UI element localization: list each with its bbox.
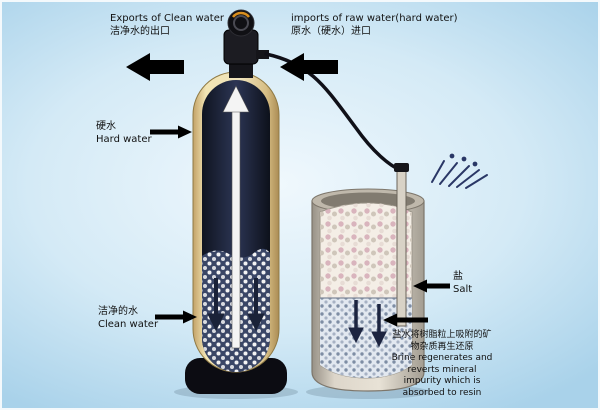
softener-tank <box>174 71 298 399</box>
pipe-fitting <box>394 163 409 172</box>
hard-water-pointer-icon <box>150 125 192 139</box>
salt-label: 盐 Salt <box>453 270 472 296</box>
clean-water-label: 洁净的水 Clean water <box>98 305 158 331</box>
salt-label-en: Salt <box>453 284 473 295</box>
control-valve <box>223 9 269 78</box>
brine-note-zh: 盐水将树脂粒上吸附的矿物杂质再生还原 <box>392 330 492 352</box>
clean-water-label-en: Clean water <box>98 319 159 330</box>
hard-water-label-en: Hard water <box>96 134 152 145</box>
valve-dial-indicator <box>232 11 250 18</box>
clean-water-label-zh: 洁净的水 <box>98 306 138 317</box>
import-arrow-icon <box>280 53 338 81</box>
clean-water-pointer-icon <box>155 310 197 324</box>
import-label-en: imports of raw water(hard water) <box>291 13 458 24</box>
export-label-en: Exports of Clean water <box>110 13 224 24</box>
valve-outlet <box>256 50 269 59</box>
hard-water-label: 硬水 Hard water <box>96 120 152 146</box>
brine-note: 盐水将树脂粒上吸附的矿物杂质再生还原 Brine regenerates and… <box>390 330 494 399</box>
hard-water-label-zh: 硬水 <box>96 121 116 132</box>
import-label-zh: 原水（硬水）进口 <box>291 26 371 37</box>
brine-pointer-icon <box>383 313 428 327</box>
salt-label-zh: 盐 <box>453 271 463 282</box>
downflow-arrow-icons <box>207 278 265 332</box>
export-label: Exports of Clean water 洁净水的出口 <box>110 12 224 38</box>
upflow-arrow-icon <box>222 85 250 349</box>
brine-downflow-arrow-icons <box>348 300 387 348</box>
tank-base <box>185 358 287 394</box>
salt-pointer-icon <box>413 279 450 293</box>
export-label-zh: 洁净水的出口 <box>110 26 170 37</box>
import-label: imports of raw water(hard water) 原水（硬水）进… <box>291 12 458 38</box>
spray-decoration <box>431 153 488 189</box>
brine-tank <box>306 163 430 399</box>
brine-pickup-pipe <box>396 169 407 327</box>
brine-note-en: Brine regenerates and reverts mineral im… <box>391 353 493 398</box>
export-arrow-icon <box>126 53 184 81</box>
